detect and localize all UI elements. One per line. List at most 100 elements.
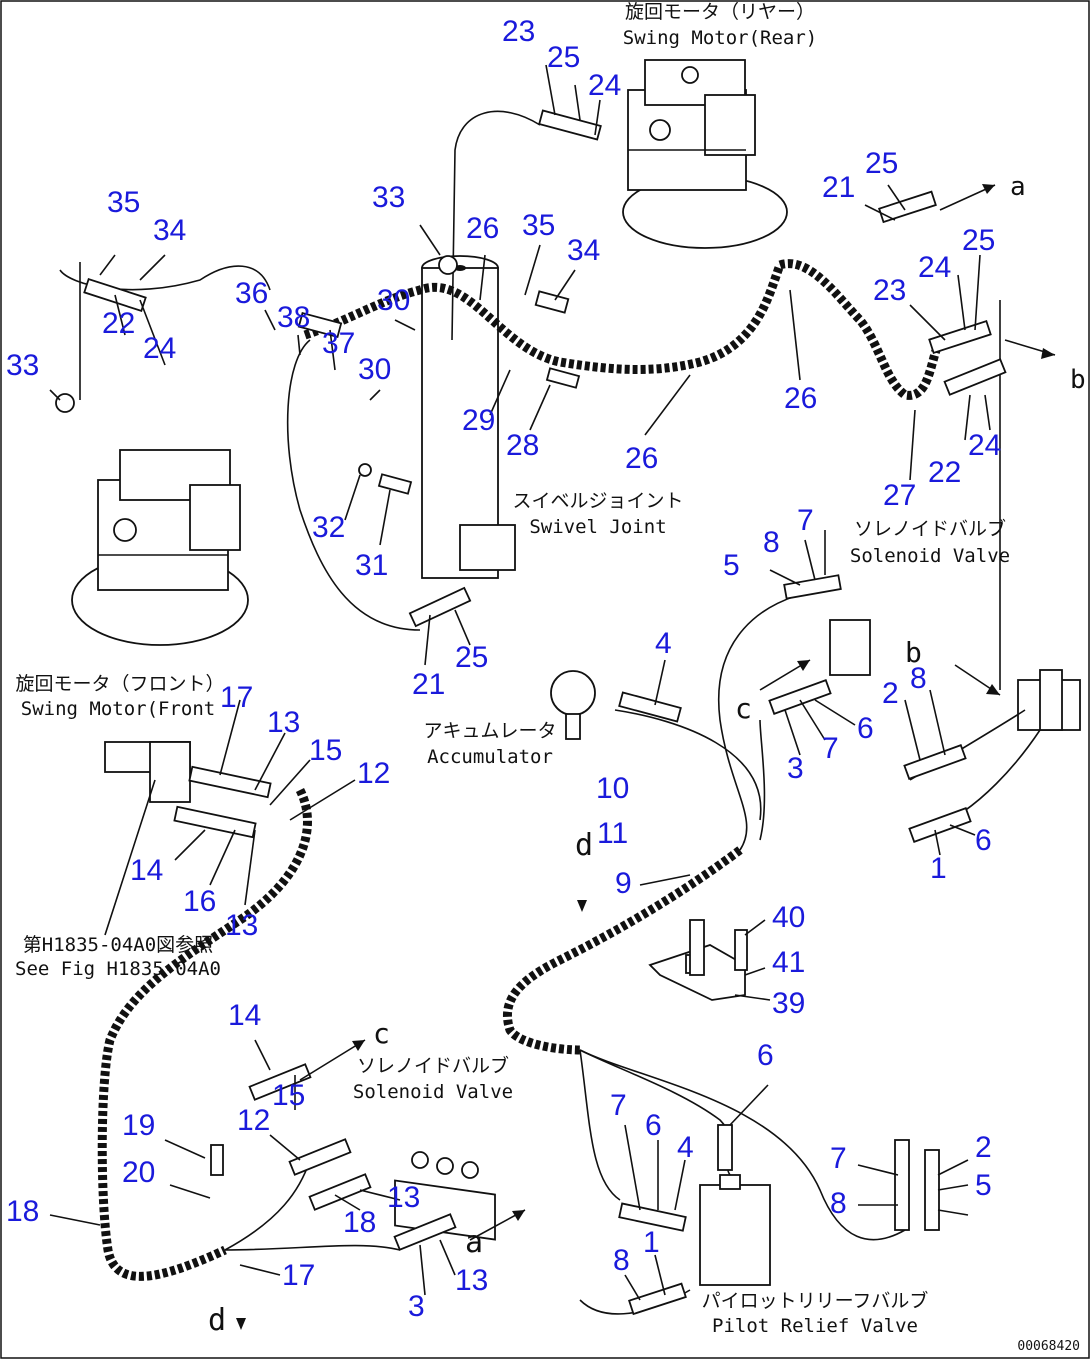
callout: 26 <box>625 442 658 475</box>
callout: 8 <box>910 662 927 695</box>
pipe <box>451 110 541 341</box>
callout: 11 <box>597 817 628 850</box>
callout: 15 <box>272 1079 305 1112</box>
callout: 25 <box>865 147 898 180</box>
callout: 1 <box>930 852 947 885</box>
solenoid-valve-bank-label-en: Solenoid Valve <box>353 1081 513 1103</box>
see-figure-note-en: See Fig H1835-04A0 <box>15 958 221 980</box>
callout: 17 <box>220 681 253 714</box>
swing-motor-rear-label-jp: 旋回モータ（リヤー） <box>625 1 815 23</box>
callout: 38 <box>277 301 310 334</box>
hose-clamp-block <box>104 741 191 803</box>
drawing-code: 00068420 <box>1017 1339 1080 1354</box>
callout: 6 <box>645 1109 662 1142</box>
callout: 7 <box>830 1142 847 1175</box>
pipe <box>579 1049 906 1241</box>
hose-right-bundle <box>778 259 945 400</box>
pilot-relief-valve <box>699 1174 771 1286</box>
callout: 24 <box>918 251 951 284</box>
callout: 34 <box>153 214 186 247</box>
callout: 29 <box>462 404 495 437</box>
callout: 23 <box>502 15 535 48</box>
pipe <box>224 1244 401 1251</box>
ref-letter-b: b <box>905 636 922 669</box>
callout: 24 <box>143 332 176 365</box>
callout: 28 <box>506 429 539 462</box>
callout: 39 <box>772 987 805 1020</box>
swivel-joint-label-jp: スイベルジョイント <box>512 490 683 512</box>
see-figure-note-jp: 第H1835-04A0図参照 <box>23 934 213 956</box>
pilot-relief-valve-label-en: Pilot Relief Valve <box>712 1315 918 1337</box>
callout: 12 <box>237 1104 270 1137</box>
callout: 36 <box>235 277 268 310</box>
leader-lines <box>49 64 991 1301</box>
callout: 25 <box>455 641 488 674</box>
callout: 14 <box>130 854 163 887</box>
swing-motor-front <box>71 449 249 646</box>
callout: 2 <box>882 677 899 710</box>
callout: 22 <box>928 456 961 489</box>
callout: 18 <box>343 1206 376 1239</box>
solenoid-valve-bank <box>394 1151 496 1241</box>
callout: 1 <box>643 1226 660 1259</box>
callout: 14 <box>228 999 261 1032</box>
swing-motor-front-label-en: Swing Motor(Front <box>21 698 215 720</box>
callout: 30 <box>377 284 410 317</box>
callout: 21 <box>822 171 855 204</box>
callout: 13 <box>387 1181 420 1214</box>
pilot-relief-valve-label-jp: パイロットリリーフバルブ <box>702 1289 929 1312</box>
ref-letter-a: a <box>465 1225 483 1260</box>
callout: 40 <box>772 901 805 934</box>
callout: 34 <box>567 234 600 267</box>
callout: 25 <box>547 41 580 74</box>
callout: 4 <box>677 1131 694 1164</box>
callout: 8 <box>763 526 780 559</box>
ref-letter-c: c <box>735 692 752 725</box>
callout: 35 <box>107 186 140 219</box>
hose-left-bundle <box>97 787 312 1281</box>
callout: 30 <box>358 353 391 386</box>
callout: 13 <box>455 1264 488 1297</box>
ref-letter-d: d <box>208 1303 226 1338</box>
callout: 12 <box>357 757 390 790</box>
callout: 33 <box>372 181 405 214</box>
swivel-joint <box>421 255 516 579</box>
callout: 32 <box>312 511 345 544</box>
callout: 5 <box>723 549 740 582</box>
callout: 6 <box>757 1039 774 1072</box>
callout: 22 <box>102 307 135 340</box>
pipe <box>614 709 762 821</box>
accumulator-label-jp: アキュムレータ <box>423 720 556 742</box>
solenoid-valve-right <box>829 619 1081 731</box>
callout: 9 <box>615 867 632 900</box>
callout: 17 <box>282 1259 315 1292</box>
callout: 21 <box>412 668 445 701</box>
accumulator-label-en: Accumulator <box>427 746 553 768</box>
solenoid-valve-bank-label-jp: ソレノイドバルブ <box>357 1054 509 1077</box>
callout: 23 <box>873 274 906 307</box>
callout: 3 <box>408 1290 425 1323</box>
callout: 20 <box>122 1156 155 1189</box>
callout: 8 <box>613 1244 630 1277</box>
reference-arrows <box>236 184 1056 1330</box>
callout: 37 <box>322 327 355 360</box>
callout: 13 <box>267 706 300 739</box>
callout: 25 <box>962 224 995 257</box>
swivel-joint-label-en: Swivel Joint <box>529 516 666 538</box>
callout-numbers: 23 25 24 21 25 24 25 23 22 24 27 35 34 3… <box>6 15 1001 1323</box>
callout: 2 <box>975 1131 992 1164</box>
callout: 6 <box>975 824 992 857</box>
callout: 18 <box>6 1195 39 1228</box>
callout: 24 <box>588 69 621 102</box>
swing-motor-front-label-jp: 旋回モータ（フロント） <box>15 673 224 695</box>
pipe <box>759 719 766 841</box>
ref-letter-b: b <box>1070 365 1086 395</box>
callout: 24 <box>968 429 1001 462</box>
solenoid-valve-label-jp: ソレノイドバルブ <box>854 517 1006 540</box>
pipe <box>286 339 421 631</box>
callout: 7 <box>822 732 839 765</box>
callout: 27 <box>883 479 916 512</box>
callout: 26 <box>466 212 499 245</box>
callout: 26 <box>784 382 817 415</box>
